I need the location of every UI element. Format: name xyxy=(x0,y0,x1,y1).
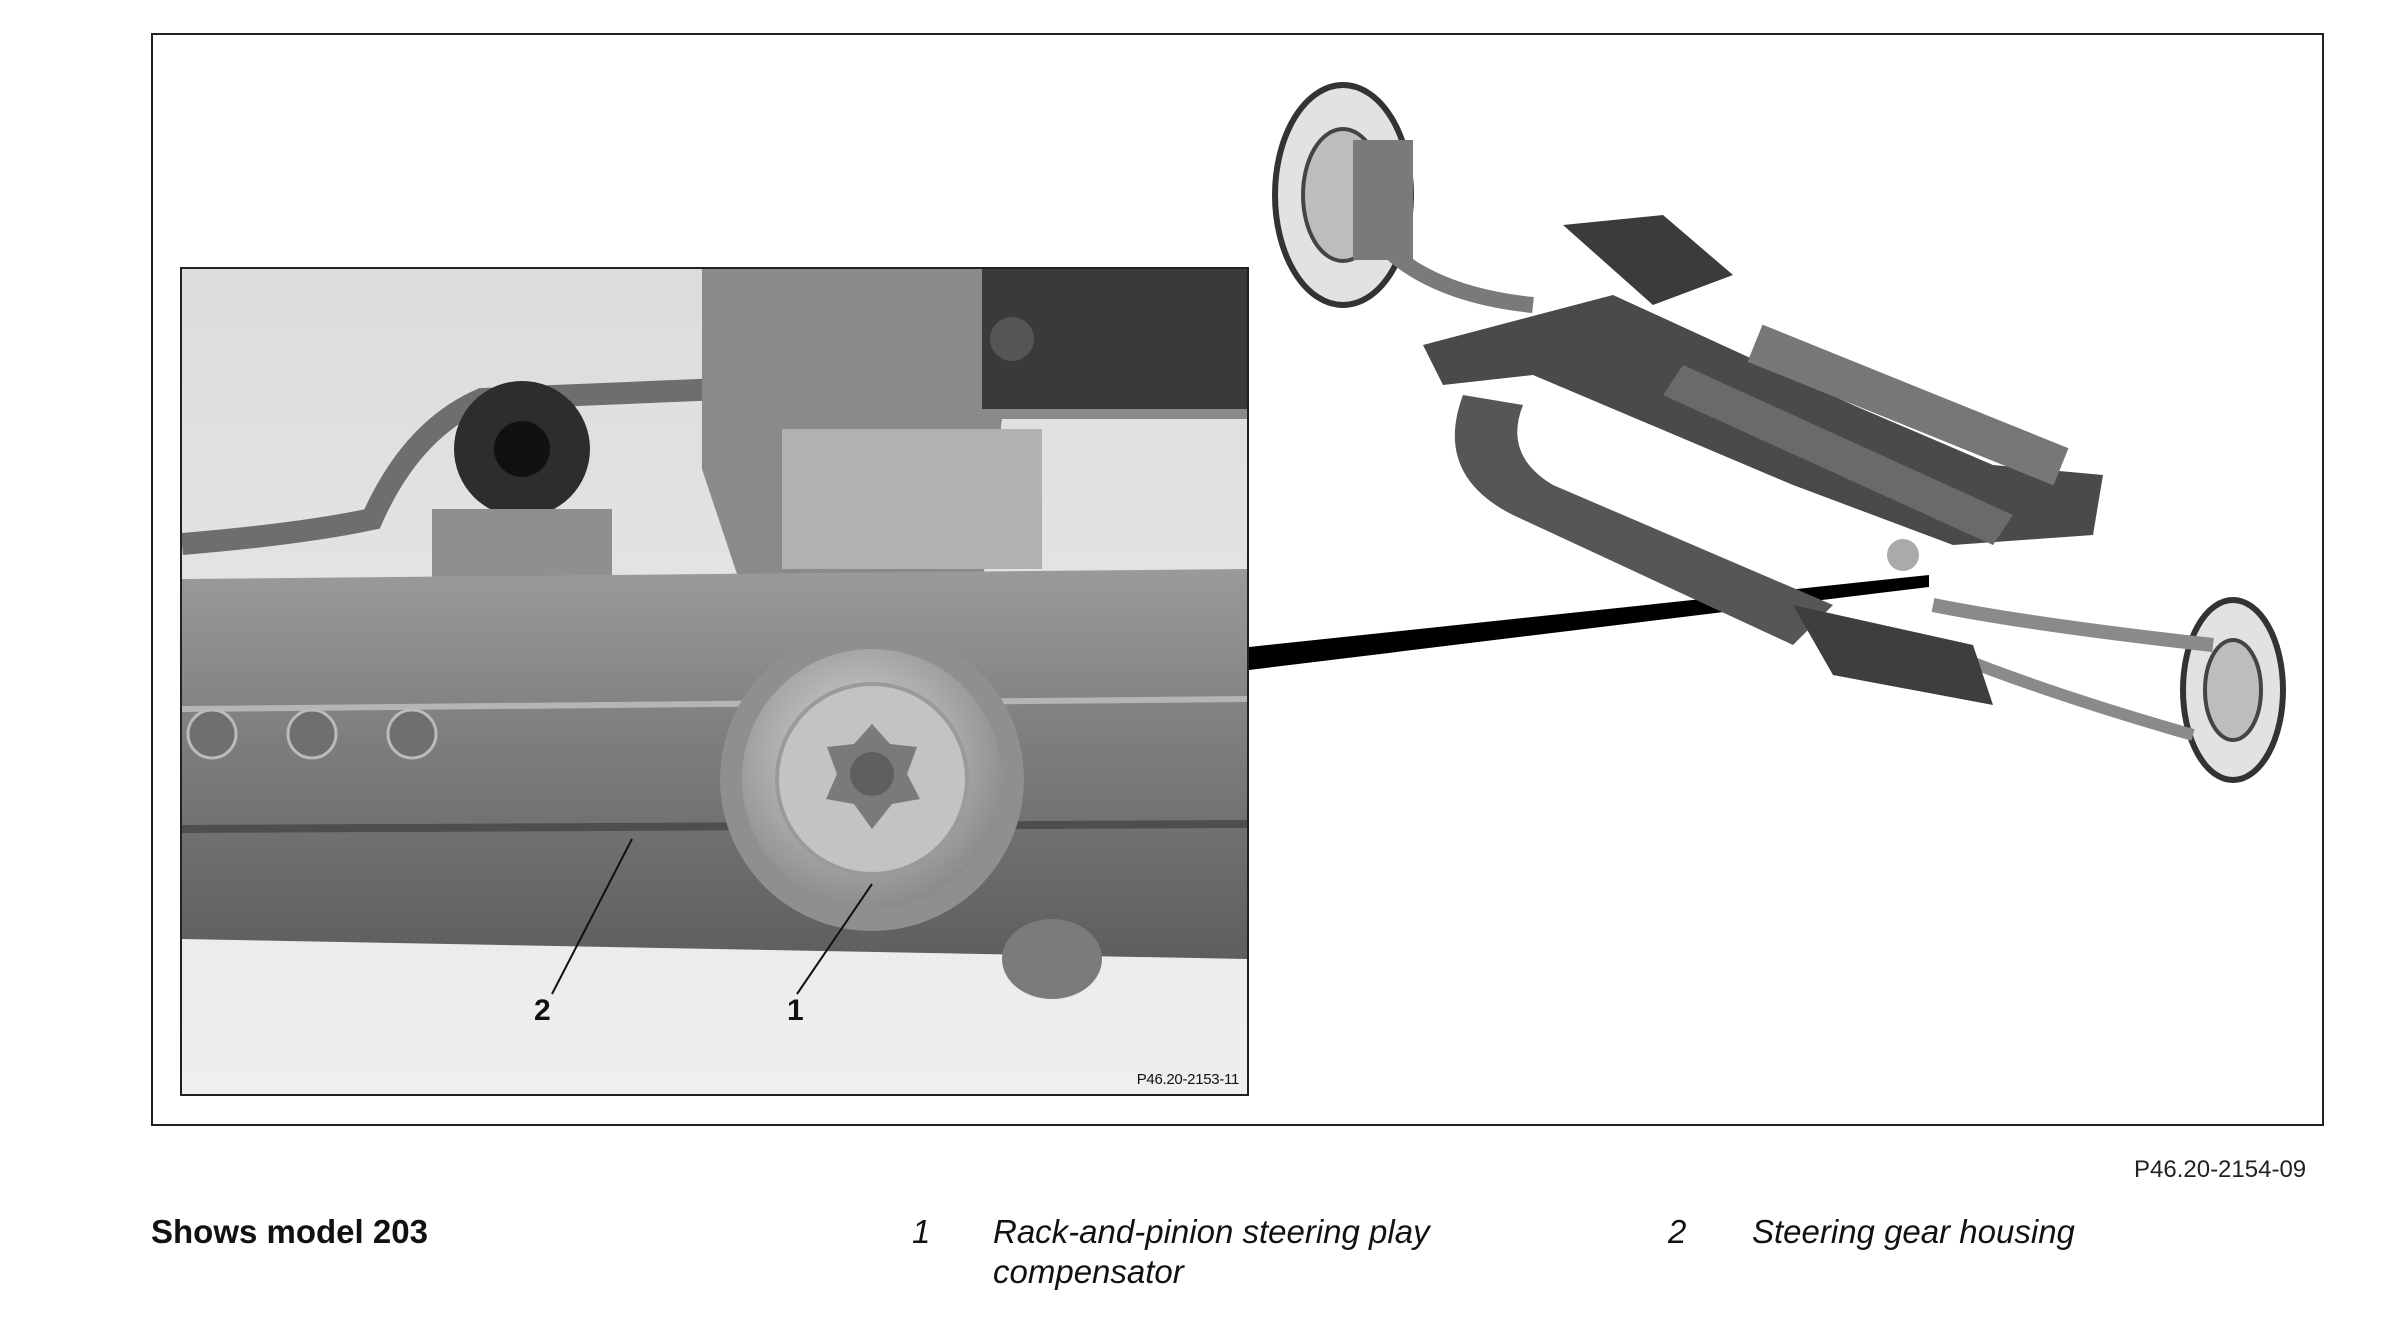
axle-overview-image xyxy=(1233,45,2313,805)
legend-number-2: 2 xyxy=(1668,1213,1687,1250)
inset-photo: 2 1 P46.20-2153-11 xyxy=(180,267,1249,1096)
callout-2: 2 xyxy=(534,994,551,1027)
figure-frame: 2 1 P46.20-2153-11 xyxy=(151,33,2324,1126)
legend-number-1: 1 xyxy=(912,1213,931,1250)
inset-reference: P46.20-2153-11 xyxy=(1136,1071,1240,1088)
legend-text-2: Steering gear housing xyxy=(1752,1213,2075,1250)
figure-reference: P46.20-2154-09 xyxy=(2134,1156,2307,1183)
legend-text-1: Rack-and-pinion steering play compensato… xyxy=(993,1213,1430,1290)
steering-gear-closeup-image xyxy=(182,269,1247,1094)
callout-1: 1 xyxy=(787,994,804,1027)
caption-title: Shows model 203 xyxy=(151,1213,428,1250)
